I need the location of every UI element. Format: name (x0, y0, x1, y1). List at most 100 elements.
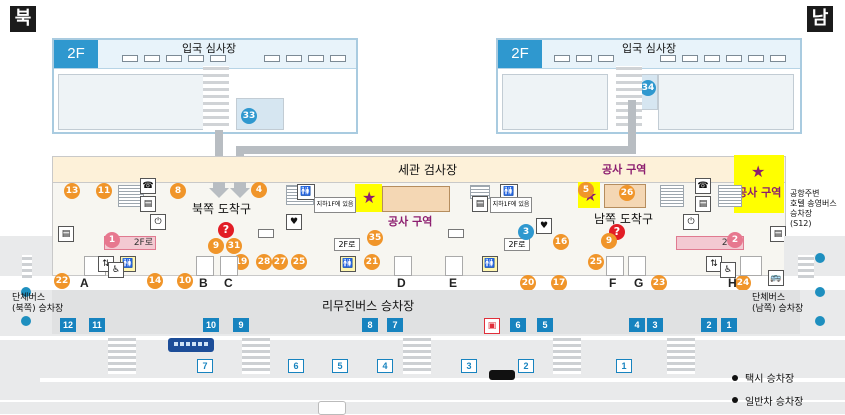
marker-pink: 1 (104, 232, 120, 248)
to-2f-sign: 2F로 (504, 238, 530, 251)
marker-34: 34 (640, 80, 656, 96)
marker: 14 (147, 273, 163, 289)
marker: 28 (256, 254, 272, 270)
marker: 22 (54, 273, 70, 289)
bus-bay: 9 (233, 318, 249, 332)
marker: 4 (251, 182, 267, 198)
marker: 31 (226, 238, 242, 254)
marker: 35 (367, 230, 383, 246)
marker: 5 (578, 182, 594, 198)
gate-b: B (199, 276, 208, 290)
locker-icon: ▤ (58, 226, 74, 242)
marker-pink: 2 (727, 232, 743, 248)
power-icon: ⏻ (150, 214, 166, 230)
gate-c: C (224, 276, 233, 290)
taxi-label: 택시 승차장 (745, 374, 795, 385)
wheelchair-icon: ♿ (108, 262, 124, 278)
marker: 25 (588, 254, 604, 270)
south-indicator: 남 (807, 6, 833, 32)
wheelchair-icon: ♿ (720, 262, 736, 278)
bus-bay: 10 (203, 318, 219, 332)
marker: 10 (177, 273, 193, 289)
locker-icon: ▤ (770, 226, 786, 242)
restroom-icon: 🚻 (297, 184, 315, 200)
construction-star: ★ (751, 162, 766, 181)
marker: 13 (64, 183, 80, 199)
locker-icon: ▤ (472, 196, 488, 212)
phone-icon: ☎ (695, 178, 711, 194)
marker: 25 (291, 254, 307, 270)
taxi-icon (489, 370, 515, 380)
limousine-bus-title: 리무진버스 승차장 (322, 299, 415, 313)
shuttle-north-label: 단체버스 (북쪽) 승차장 (12, 293, 64, 314)
marker: 26 (619, 185, 635, 201)
gate-h: H (728, 276, 737, 290)
immigration-label: 입국 심사장 (182, 42, 237, 55)
marker-blue: 3 (518, 224, 534, 240)
bus-bay: 2 (701, 318, 717, 332)
construction-top: 공사 구역 (602, 163, 647, 176)
b1-note: 지하1F에 있음 (490, 197, 532, 213)
bus-icon: 🚌 (768, 270, 784, 286)
bus-bay: 4 (377, 359, 393, 373)
gate-d: D (397, 276, 406, 290)
b1-note: 지하1F에 있음 (314, 197, 356, 213)
information-icon: ? (218, 222, 234, 238)
locker-icon: ▤ (140, 196, 156, 212)
bus-bay: 1 (721, 318, 737, 332)
power-icon: ⏻ (683, 214, 699, 230)
bus-bay: 7 (387, 318, 403, 332)
bus-bay: 4 (629, 318, 645, 332)
marker: 23 (651, 275, 667, 291)
restroom-icon: 🚻 (482, 256, 498, 272)
shuttle-south-label: 단체버스 (남쪽) 승차장 (752, 293, 804, 314)
ticket-icon: ▣ (484, 318, 500, 334)
gate-g: G (634, 276, 644, 290)
hotel-bus-label: 공항주변 호텔 송영버스 승차장 (S12) (790, 189, 837, 228)
construction-zone-right (734, 155, 784, 213)
aed-icon: ♥ (286, 214, 302, 230)
construction-right: 공사 구역 (737, 186, 782, 199)
bus-bay: 8 (362, 318, 378, 332)
bus-bay: 12 (60, 318, 76, 332)
marker: 17 (551, 275, 567, 291)
bus-bay: 6 (288, 359, 304, 373)
bus-bay: 5 (332, 359, 348, 373)
north-arrival-label: 북쪽 도착구 (192, 202, 252, 216)
restroom-icon: 🚻 (340, 256, 356, 272)
aed-icon: ♥ (536, 218, 552, 234)
marker: 9 (208, 238, 224, 254)
marker: 24 (735, 275, 751, 291)
south-arrival-label: 남쪽 도착구 (594, 212, 654, 226)
gate-f: F (609, 276, 617, 290)
north-indicator: 북 (10, 6, 36, 32)
marker-33: 33 (241, 108, 257, 124)
restroom-icon: 🚻 (120, 256, 136, 272)
bus-bay: 7 (197, 359, 213, 373)
locker-icon: ▤ (695, 196, 711, 212)
bus-bay: 3 (461, 359, 477, 373)
immigration-label: 입국 심사장 (622, 42, 677, 55)
marker: 11 (96, 183, 112, 199)
bus-bay: 11 (89, 318, 105, 332)
gate-e: E (449, 276, 458, 290)
marker: 16 (553, 234, 569, 250)
to-2f-sign: 2F로 (334, 238, 360, 251)
customs-title: 세관 검사장 (398, 163, 458, 177)
construction-left: 공사 구역 (388, 215, 433, 228)
marker: 8 (170, 183, 186, 199)
marker: 20 (520, 275, 536, 291)
car-icon (318, 401, 346, 415)
floor-tag: 2F (54, 40, 98, 68)
gate-a: A (80, 276, 89, 290)
marker: 9 (601, 233, 617, 249)
bus-bay: 1 (616, 359, 632, 373)
bus-bay: 6 (510, 318, 526, 332)
construction-star: ★ (362, 188, 377, 207)
car-label: 일반차 승차장 (745, 397, 804, 408)
bus-bay: 3 (647, 318, 663, 332)
phone-icon: ☎ (140, 178, 156, 194)
marker: 27 (272, 254, 288, 270)
marker: 21 (364, 254, 380, 270)
bus-bay: 2 (518, 359, 534, 373)
